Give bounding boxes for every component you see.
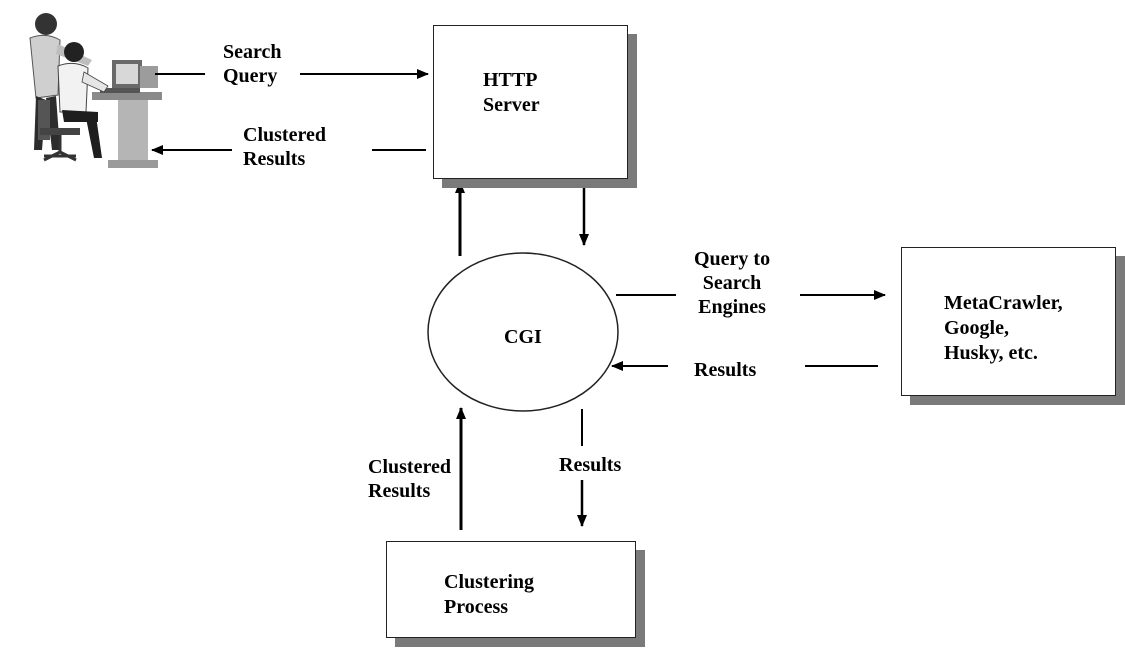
search-engines-label-line-2: Google, <box>944 317 1009 339</box>
clustering-process-node <box>386 541 636 638</box>
clustered-results-up-label-line-1: Clustered <box>368 456 451 478</box>
search-engines-label: MetaCrawler, Google, Husky, etc. <box>944 291 1063 366</box>
http-server-label-line-1: HTTP <box>483 69 538 91</box>
cgi-label: CGI <box>504 326 542 348</box>
clustering-process-label-line-1: Clustering <box>444 571 534 593</box>
clustered-results-top-label-line-1: Clustered <box>243 124 326 146</box>
search-query-label-line-1: Search <box>223 41 282 63</box>
results-down-label: Results <box>559 454 622 476</box>
http-server-node <box>433 25 628 179</box>
http-server-label-line-2: Server <box>483 94 540 116</box>
query-to-engines-label-line-2: Search <box>702 272 762 294</box>
clustered-results-top-label-line-2: Results <box>243 148 306 170</box>
clustered-results-top-label: Clustered Results <box>243 123 326 171</box>
search-engines-label-line-1: MetaCrawler, <box>944 292 1063 314</box>
search-engines-node <box>901 247 1116 396</box>
query-to-engines-label-line-1: Query to <box>694 248 771 270</box>
clustering-process-label-line-2: Process <box>444 596 509 618</box>
cgi-node <box>427 252 619 412</box>
http-server-label: HTTP Server <box>483 68 540 118</box>
clustering-process-label: Clustering Process <box>444 570 534 620</box>
clustered-results-up-label-line-2: Results <box>368 480 431 502</box>
search-query-label: Search Query <box>223 40 282 88</box>
query-to-engines-label: Query to Search Engines <box>694 247 770 319</box>
search-engines-label-line-3: Husky, etc. <box>944 342 1038 364</box>
users-at-computer-icon <box>29 13 162 168</box>
query-to-engines-label-line-3: Engines <box>698 296 766 318</box>
clustered-results-up-label: Clustered Results <box>368 455 451 503</box>
search-query-label-line-2: Query <box>223 65 278 87</box>
results-right-label: Results <box>694 359 757 381</box>
